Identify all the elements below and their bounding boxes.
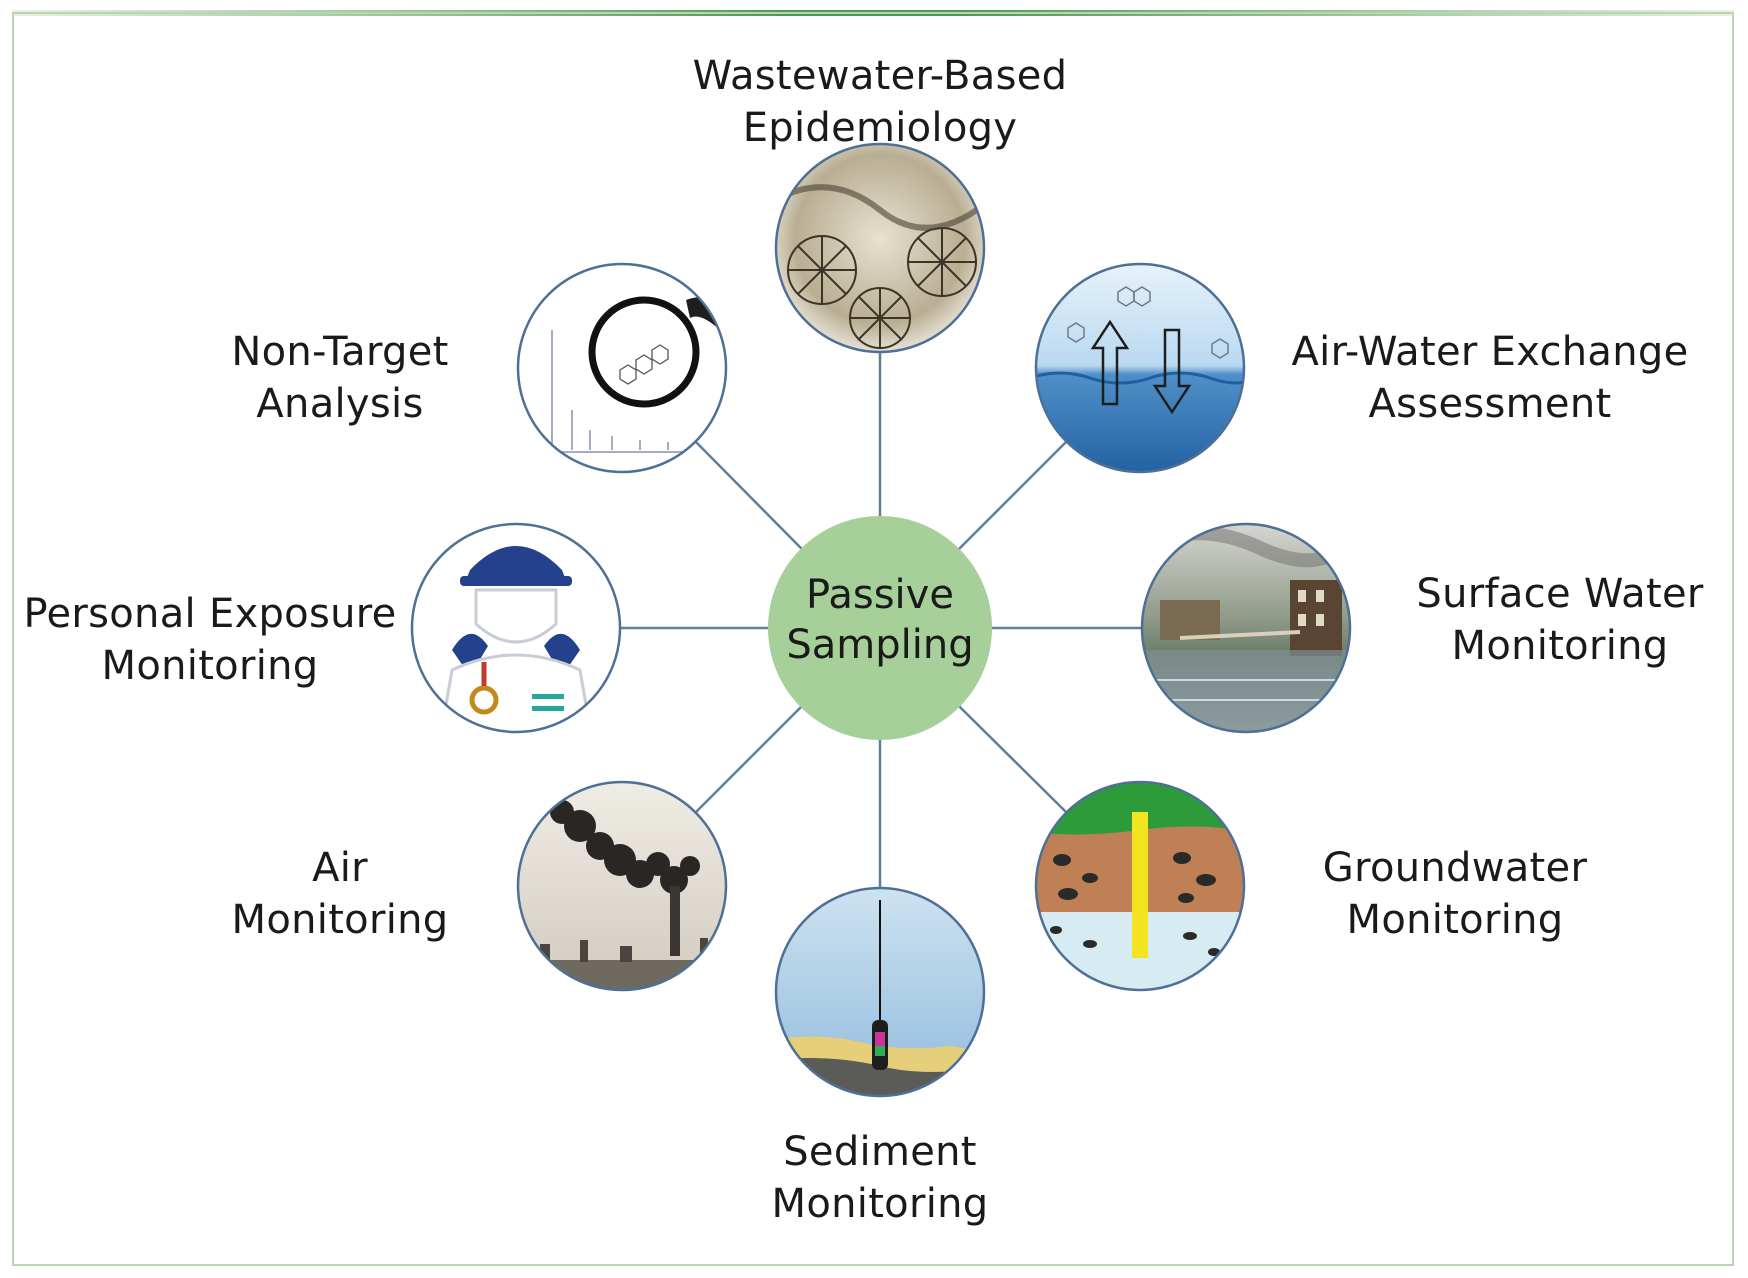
label-surface-water-line2: Monitoring	[1451, 623, 1669, 669]
label-air-water: Air-Water Exchange Assessment	[1270, 326, 1710, 430]
soil-well-icon	[1034, 780, 1246, 992]
label-air-water-line1: Air-Water Exchange	[1291, 329, 1689, 375]
label-sediment-line2: Monitoring	[771, 1181, 989, 1227]
label-groundwater: Groundwater Monitoring	[1300, 842, 1610, 946]
label-groundwater-line2: Monitoring	[1346, 897, 1564, 943]
sediment-sampler-icon	[774, 886, 986, 1098]
label-wastewater: Wastewater-Based Epidemiology	[640, 50, 1120, 154]
label-air-water-line2: Assessment	[1368, 381, 1612, 427]
label-surface-water: Surface Water Monitoring	[1400, 568, 1720, 672]
label-air-line1: Air	[312, 845, 368, 891]
label-surface-water-line1: Surface Water	[1416, 571, 1704, 617]
center-label: Passive Sampling	[760, 570, 1000, 670]
label-wastewater-line2: Epidemiology	[742, 105, 1018, 151]
center-node	[768, 516, 992, 740]
worker-icon	[410, 522, 622, 734]
wastewater-treatment-icon	[774, 142, 986, 354]
center-label-line1: Passive	[806, 572, 954, 618]
figure-frame	[12, 12, 1734, 1266]
label-non-target-line1: Non-Target	[231, 329, 449, 375]
river-icon	[1140, 522, 1352, 734]
label-sediment: Sediment Monitoring	[730, 1126, 1030, 1230]
label-personal-line1: Personal Exposure	[23, 591, 397, 637]
label-personal-line2: Monitoring	[101, 643, 319, 689]
label-non-target-line2: Analysis	[256, 381, 424, 427]
mass-spectrum-icon	[516, 262, 728, 474]
smokestack-icon	[516, 780, 728, 992]
label-air-line2: Monitoring	[231, 897, 449, 943]
label-groundwater-line1: Groundwater	[1322, 845, 1588, 891]
center-label-line2: Sampling	[786, 622, 974, 668]
label-personal: Personal Exposure Monitoring	[20, 588, 400, 692]
label-air: Air Monitoring	[210, 842, 470, 946]
label-wastewater-line1: Wastewater-Based	[692, 53, 1068, 99]
label-non-target: Non-Target Analysis	[200, 326, 480, 430]
air-water-exchange-icon	[1034, 262, 1246, 474]
label-sediment-line1: Sediment	[783, 1129, 977, 1175]
